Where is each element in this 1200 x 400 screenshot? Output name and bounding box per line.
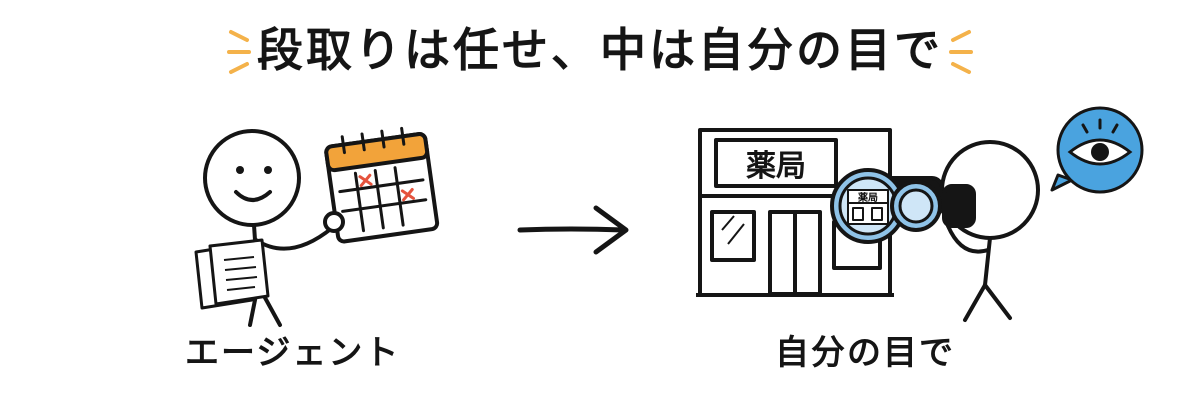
lens-mini-sign: 薬局 [857, 191, 878, 204]
left-spark-icon [227, 30, 251, 74]
own-eyes-caption: 自分の目で [775, 333, 955, 373]
eye-bubble-icon [1050, 106, 1144, 194]
right-spark-icon [949, 30, 973, 74]
documents-icon [194, 238, 270, 310]
binoculars-icon [830, 168, 976, 244]
observer-figure [940, 140, 1040, 322]
calendar-icon [324, 126, 440, 244]
agent-caption: エージェント [185, 333, 401, 373]
page-title: 段取りは任せ、中は自分の目で [257, 23, 943, 77]
right-arrow-icon [517, 205, 629, 255]
pharmacy-sign: 薬局 [746, 149, 806, 184]
pharmacy-building [696, 128, 894, 297]
